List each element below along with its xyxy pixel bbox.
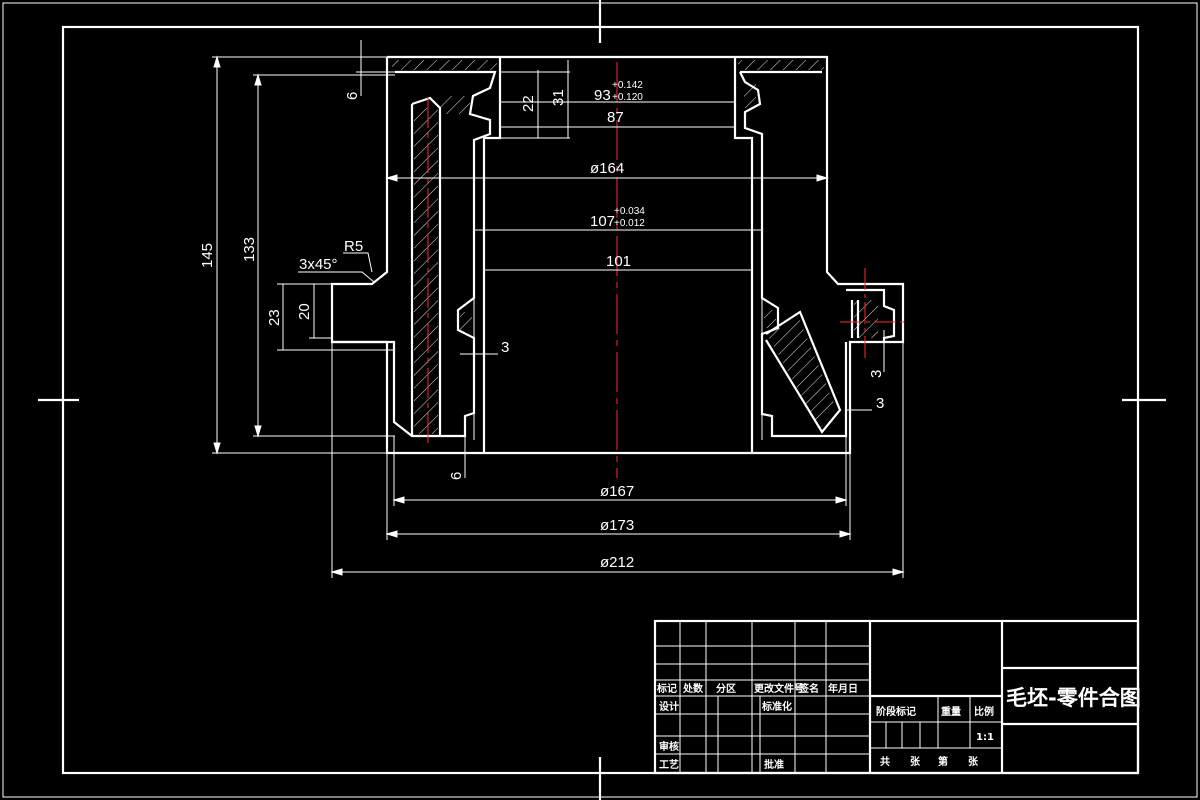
tb-header-count: 处数 <box>682 682 704 695</box>
dim-6-bottom: 6 <box>448 472 465 480</box>
tb-role-approve: 批准 <box>764 758 784 771</box>
dim-31: 31 <box>550 89 567 106</box>
drawing-title: 毛坯-零件合图 <box>1006 686 1141 710</box>
dim-145: 145 <box>199 243 216 268</box>
tb-role-process: 工艺 <box>659 758 679 771</box>
tb-sheets-unit-1: 张 <box>910 755 921 768</box>
tb-sheets-unit-2: 张 <box>968 755 979 768</box>
dim-93: 93 <box>594 87 611 104</box>
dim-93-tol-lower: +0.120 <box>612 92 643 103</box>
tb-weight: 重量 <box>941 705 961 718</box>
dim-6-top: 6 <box>344 92 361 100</box>
dim-164: ø164 <box>590 160 624 177</box>
tb-stage-mark: 阶段标记 <box>876 705 916 718</box>
dimension-labels: 93 +0.142 +0.120 87 ø164 107 +0.034 +0.0… <box>199 80 885 571</box>
dim-107-tol-lower: +0.012 <box>614 218 645 229</box>
dim-107-tol-upper: +0.034 <box>614 206 645 217</box>
dim-101: 101 <box>606 253 631 270</box>
part-outline <box>330 55 905 455</box>
centering-marks <box>38 0 1166 800</box>
tb-role-design: 设计 <box>659 700 679 713</box>
tb-scale: 比例 <box>974 705 994 718</box>
tb-role-review: 审核 <box>659 740 679 753</box>
dim-93-tol-upper: +0.142 <box>612 80 643 91</box>
tb-sheets-current: 第 <box>938 755 948 768</box>
dim-chamfer: 3x45° <box>299 256 338 273</box>
tb-header-zone: 分区 <box>716 682 736 695</box>
tb-scale-value: 1:1 <box>976 732 994 743</box>
dim-23: 23 <box>266 309 283 326</box>
dim-3-right-a: 3 <box>868 370 885 378</box>
dim-173: ø173 <box>600 517 634 534</box>
dim-3-right-b: 3 <box>876 395 884 412</box>
tb-header-date: 年月日 <box>828 682 858 695</box>
sheet-inner-border <box>61 25 1140 775</box>
dim-87: 87 <box>607 109 624 126</box>
tb-sheets-total: 共 <box>880 755 890 768</box>
dim-107: 107 <box>590 213 615 230</box>
tb-role-standardize: 标准化 <box>761 700 792 713</box>
dim-133: 133 <box>241 237 258 262</box>
title-block: 标记 处数 分区 更改文件号 签名 年月日 设计 标准化 审核 工艺 批准 阶段… <box>653 619 1141 775</box>
dim-22: 22 <box>520 95 537 112</box>
dim-167: ø167 <box>600 483 634 500</box>
tb-header-change-doc: 更改文件号 <box>754 682 804 695</box>
dim-r5: R5 <box>344 238 363 255</box>
dim-3-left: 3 <box>501 339 509 356</box>
dim-20: 20 <box>296 303 313 320</box>
dim-212: ø212 <box>600 554 634 571</box>
tb-header-mark: 标记 <box>656 682 677 695</box>
tb-header-signature: 签名 <box>798 682 819 695</box>
dimension-lines <box>212 40 905 578</box>
